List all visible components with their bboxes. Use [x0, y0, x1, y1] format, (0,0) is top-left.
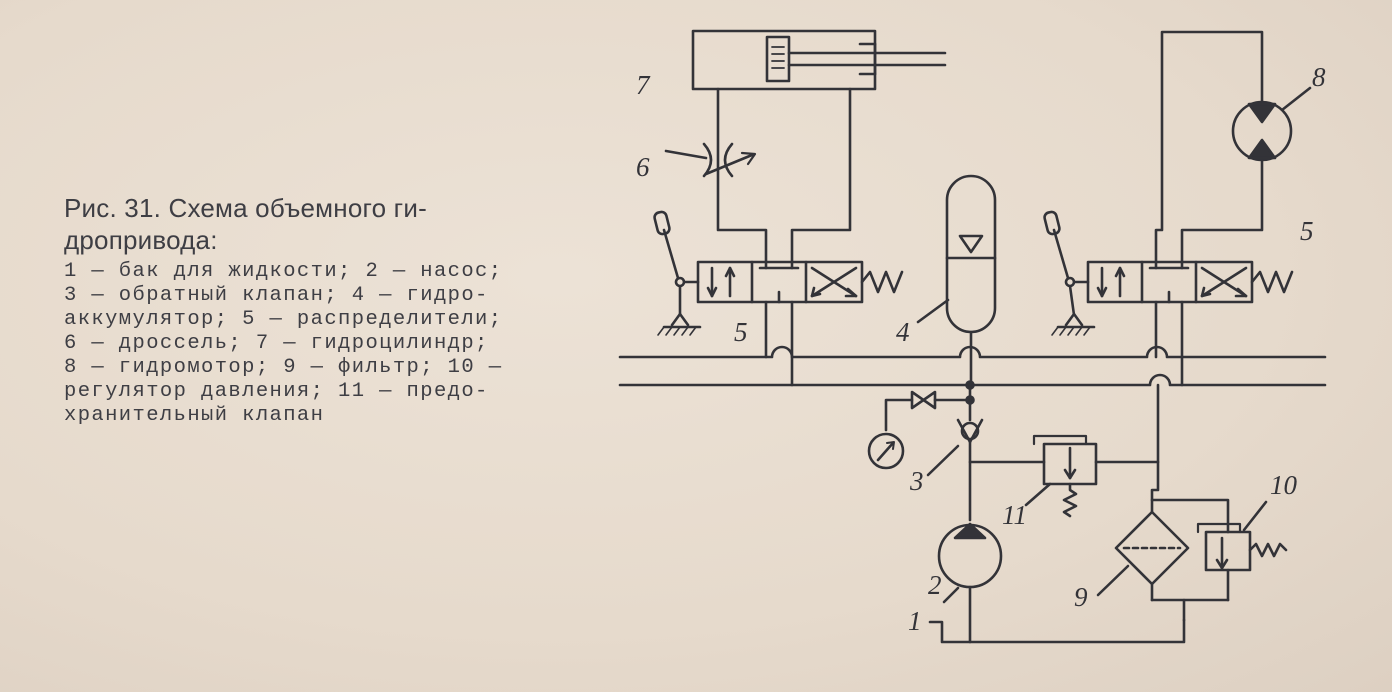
legend-line: 1 — бак для жидкости; 2 — насос; [64, 260, 503, 283]
figure-caption: Рис. 31. Схема объемного ги- дропривода:… [64, 192, 584, 428]
label-accumulator-4: 4 [896, 317, 910, 347]
label-filter-9: 9 [1074, 582, 1088, 612]
label-motor-8: 8 [1312, 62, 1326, 92]
label-cylinder-7: 7 [636, 70, 651, 100]
label-distributor-left-5: 5 [734, 317, 748, 347]
legend-line: 8 — гидромотор; 9 — фильтр; 10 — [64, 356, 503, 379]
label-pump-2: 2 [928, 570, 942, 600]
safety-valve-11 [968, 434, 1160, 518]
component-labels: 7 6 5 4 8 5 3 11 10 2 9 1 [636, 62, 1326, 636]
main-lines [618, 345, 1327, 405]
distributor-right-5 [1043, 30, 1294, 387]
label-distributor-right-5: 5 [1300, 216, 1314, 246]
accumulator-4 [916, 174, 997, 387]
caption-title: Рис. 31. Схема объемного ги- дропривода: [64, 192, 584, 256]
cylinder-lines [716, 87, 852, 264]
filter-and-regulator [926, 383, 1288, 622]
caption-title-line-1: Рис. 31. Схема объемного ги- [64, 193, 427, 223]
legend-line: 6 — дроссель; 7 — гидроцилиндр; [64, 332, 489, 355]
pump-circuit [867, 383, 1186, 644]
label-throttle-6: 6 [636, 152, 650, 182]
caption-legend: 1 — бак для жидкости; 2 — насос; 3 — обр… [64, 260, 584, 428]
throttle-6 [664, 142, 757, 178]
hydraulic-motor-8 [1231, 86, 1312, 162]
caption-title-line-2: дропривода: [64, 225, 218, 255]
label-safety-valve-11: 11 [1002, 500, 1027, 530]
distributor-left-5 [653, 210, 904, 387]
legend-line: регулятор давления; 11 — предо- [64, 380, 489, 403]
label-regulator-10: 10 [1270, 470, 1298, 500]
hydraulic-cylinder-7 [691, 29, 947, 91]
legend-line: аккумулятор; 5 — распределители; [64, 308, 503, 331]
label-check-valve-3: 3 [909, 466, 924, 496]
legend-line: 3 — обратный клапан; 4 — гидро- [64, 284, 489, 307]
legend-line: хранительный клапан [64, 404, 325, 427]
label-tank-1: 1 [908, 606, 922, 636]
